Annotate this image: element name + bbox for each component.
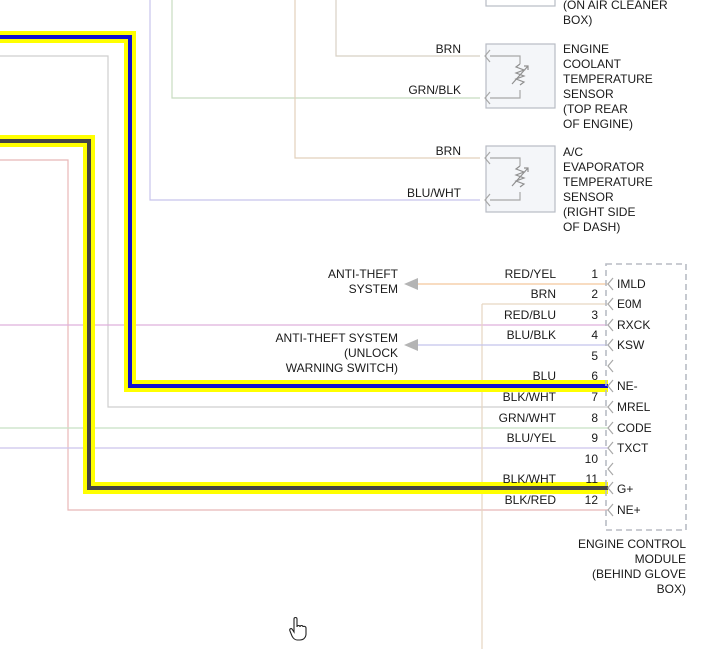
ect-wire-bottom-label: GRN/BLK [408,83,461,97]
ac-sensor-symbol [484,145,556,213]
ac-sensor-label: A/C EVAPORATOR TEMPERATURE SENSOR (RIGHT… [563,145,653,234]
wire-brn-pin2 [481,303,608,649]
pin-wire-color: GRN/WHT [498,411,556,425]
pin-signal-name: NE+ [617,503,641,517]
highlighted-wire-blk-wht [0,135,608,494]
ect-sensor-label: ENGINE COOLANT TEMPERATURE SENSOR (TOP R… [563,42,653,131]
hand-pointer-icon [289,616,307,641]
pin-signal-name: RXCK [617,318,651,332]
ac-wire-top-label: BRN [435,144,461,158]
pin-signal-name: E0M [617,297,642,311]
wire-gray-blk-wht [0,55,608,408]
pin-number: 3 [591,308,598,322]
pin-number: 12 [584,493,598,507]
wire-violet-vertical [149,0,480,201]
background-wires [0,0,608,649]
pin-number: 7 [591,390,598,404]
wire-grn-blk [171,0,480,99]
air-cleaner-sensor-box [485,0,556,7]
arrow-left-icon [404,278,418,290]
pin-wire-color: BLK/RED [504,493,556,507]
highlighted-wire-blu [0,31,608,392]
pin-signal-name: KSW [617,338,645,352]
pin-number: 5 [591,349,598,363]
anti-theft-label: ANTI-THEFT SYSTEM [328,267,398,296]
air-cleaner-sensor-label: (ON AIR CLEANER BOX) [563,0,668,27]
ect-sensor-symbol [484,43,556,109]
pin-wire-color: BLU/BLK [506,328,556,342]
wire-brn-ect [335,0,480,57]
pin-signal-name: CODE [617,421,652,435]
anti-theft-unlock-label: ANTI-THEFT SYSTEM (UNLOCK WARNING SWITCH… [275,331,398,375]
ecm-box [605,263,687,531]
pin-wire-color: RED/BLU [503,308,556,322]
pin-number: 4 [591,328,598,342]
pin-wire-color: BLK/WHT [502,472,556,486]
pin-number: 2 [591,287,598,301]
pin-number: 9 [591,431,598,445]
pin-signal-name: NE- [617,379,638,393]
wire-brn-vertical [294,0,480,159]
pin-number: 10 [584,452,598,466]
pin-number: 1 [591,267,598,281]
pin-number: 11 [585,472,598,486]
ect-wire-top-label: BRN [435,42,461,56]
pin-signal-name: IMLD [617,277,646,291]
wire-pink-blk-red [0,159,608,511]
arrow-left-icon [404,339,418,351]
ac-wire-bottom-label: BLU/WHT [407,186,461,200]
pin-wire-color: BLK/WHT [502,390,556,404]
pin-wire-color: BLU/YEL [506,431,556,445]
pin-signal-name: G+ [617,482,634,496]
ecm-label: ENGINE CONTROL MODULE (BEHIND GLOVE BOX) [577,537,686,596]
pin-wire-color: RED/YEL [504,267,556,281]
ecm-pin-connectors [607,277,614,517]
pin-number: 8 [591,411,598,425]
pin-signal-name: TXCT [617,441,649,455]
pin-wire-color: BLU [532,369,556,383]
pin-number: 6 [591,369,598,383]
pin-wire-color: BRN [530,287,556,301]
pin-signal-name: MREL [617,400,651,414]
